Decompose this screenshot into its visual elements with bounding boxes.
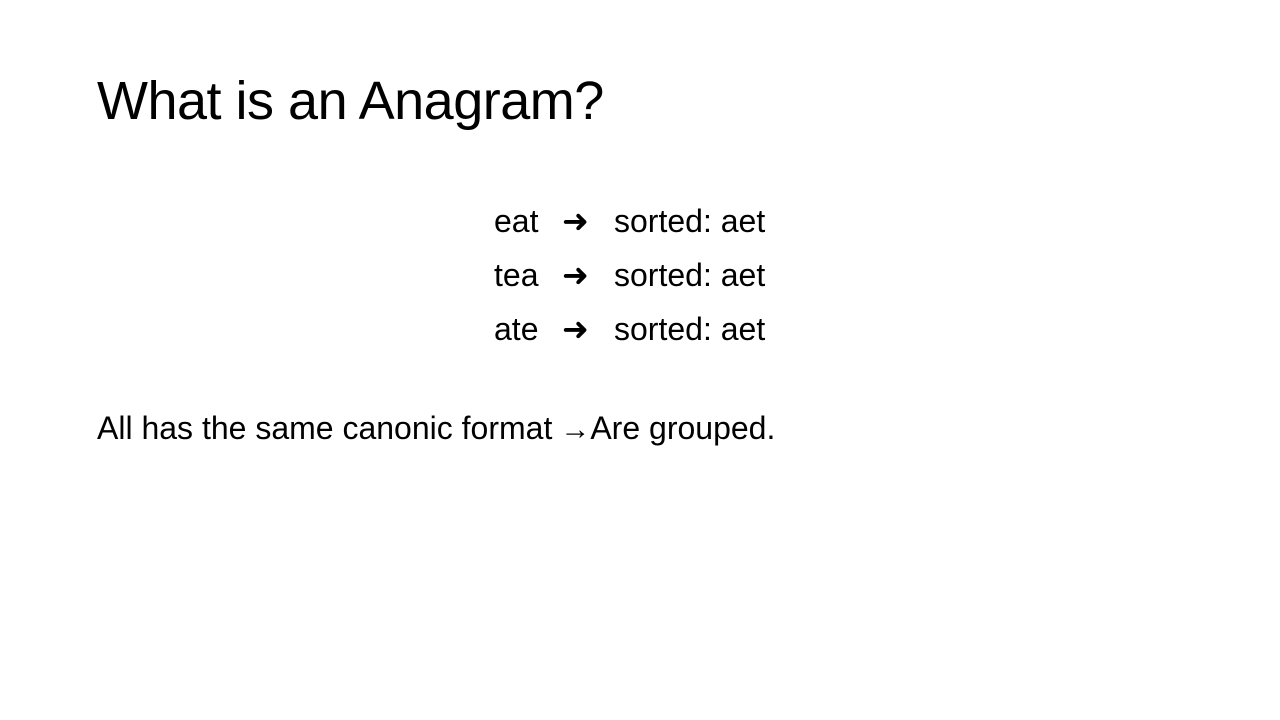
summary-text-before: All has the same canonic format [97,410,553,446]
row-result: sorted: aet [614,310,766,347]
anagram-rows: eat ➜ sorted: aet tea ➜ sorted: aet ate … [494,194,914,356]
anagram-row-tea: tea ➜ sorted: aet [494,248,914,302]
arrow-right-icon: → [560,413,591,446]
row-word: tea [494,256,539,293]
summary-text-after: Are grouped. [590,410,776,446]
arrow-right-icon: ➜ [562,257,589,293]
row-word: ate [494,310,539,347]
anagram-row-ate: ate ➜ sorted: aet [494,302,914,356]
row-result: sorted: aet [614,256,766,293]
arrow-right-icon: ➜ [562,311,589,347]
row-word: eat [494,202,539,239]
row-result: sorted: aet [614,202,766,239]
arrow-right-icon: ➜ [562,203,589,239]
summary-line: All has the same canonic format→Are grou… [97,410,775,447]
anagram-row-eat: eat ➜ sorted: aet [494,194,914,248]
slide-title: What is an Anagram? [97,71,604,131]
